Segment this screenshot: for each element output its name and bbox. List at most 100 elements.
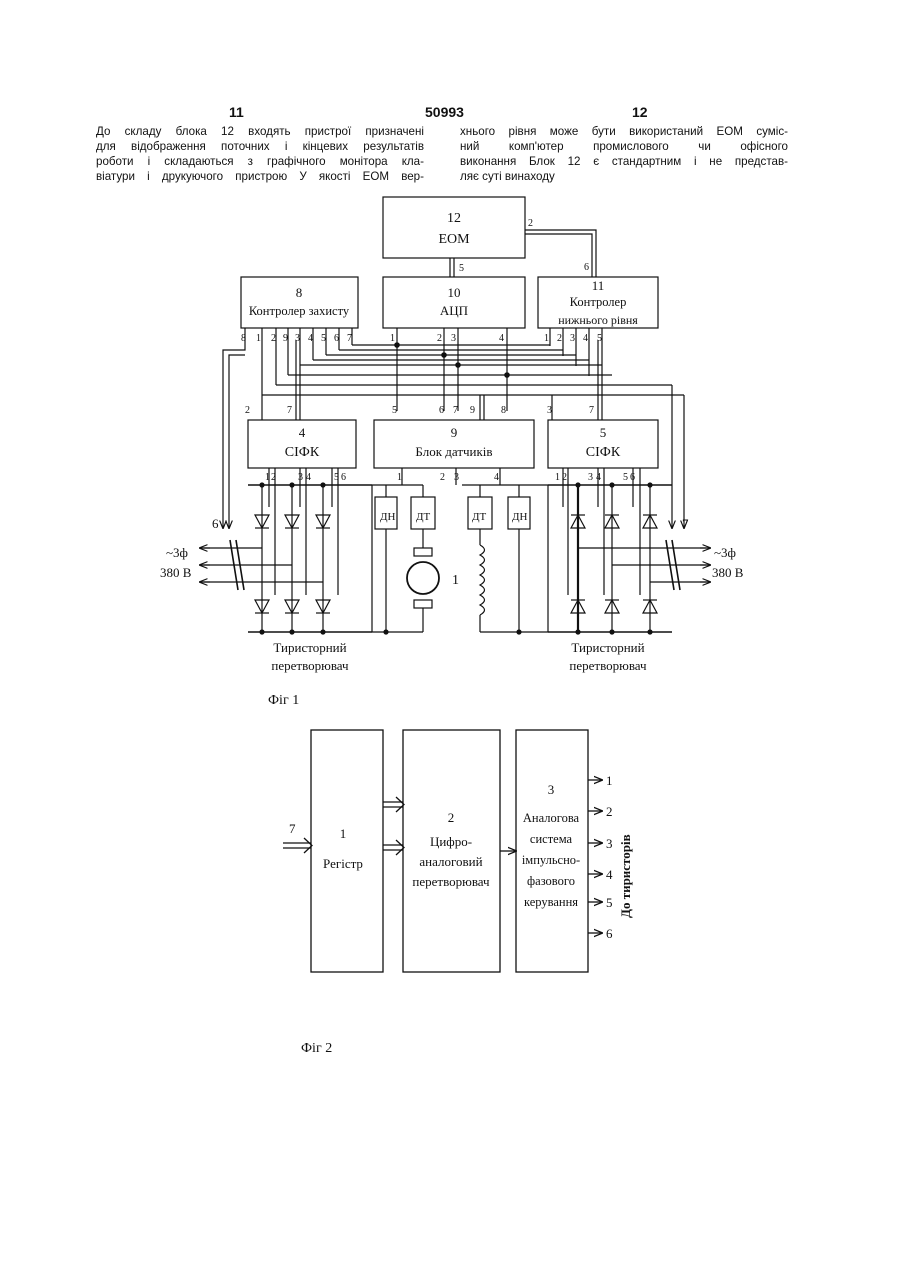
analog-outputs bbox=[588, 780, 602, 933]
middle-output-pins: 1 2 3 4 5 6 1 2 3 4 1 2 3 4 5 6 bbox=[265, 472, 635, 483]
output-label: 3 bbox=[606, 836, 613, 851]
pin-label: 6 bbox=[341, 472, 346, 483]
sifk-right-number: 5 bbox=[600, 425, 607, 440]
pin-label: 4 bbox=[494, 472, 499, 483]
output-label: 2 bbox=[606, 804, 613, 819]
pin-label: 4 bbox=[499, 333, 504, 344]
supply-right-phases: ~3ф bbox=[714, 545, 736, 560]
dt-left-label: ДТ bbox=[416, 511, 431, 523]
eom-block bbox=[383, 197, 525, 258]
eom-out-label: 2 bbox=[528, 218, 533, 229]
motor-sensors bbox=[372, 468, 439, 634]
converter-left-label-2: перетворювач bbox=[271, 658, 349, 673]
field-sensors bbox=[456, 468, 548, 634]
pin-label: 2 bbox=[271, 333, 276, 344]
figure-2: 7 1 Регістр 2 Цифро- аналоговий перетвор… bbox=[283, 730, 633, 1056]
fig2-input-label: 7 bbox=[289, 821, 296, 836]
output-label: 6 bbox=[606, 926, 613, 941]
to-thyristors-label: До тиристорів bbox=[618, 834, 633, 918]
register-block bbox=[311, 730, 383, 972]
analog-control-block bbox=[516, 730, 588, 972]
pin-label: 1 bbox=[544, 333, 549, 344]
pin-label: 1 bbox=[397, 472, 402, 483]
pin-label: 8 bbox=[501, 405, 506, 416]
converter-right-label-1: Тиристорний bbox=[571, 640, 644, 655]
output-label: 4 bbox=[606, 867, 613, 882]
lc-pins: 1 2 3 4 5 bbox=[544, 333, 602, 344]
output-label: 1 bbox=[606, 773, 613, 788]
pin-label: 3 bbox=[547, 405, 552, 416]
pin-label: 2 bbox=[245, 405, 250, 416]
dn-left-label: ДН bbox=[380, 511, 396, 523]
pin-label: 7 bbox=[347, 333, 352, 344]
analog-label-2: система bbox=[530, 832, 573, 846]
pin-label: 5 bbox=[392, 405, 397, 416]
register-label: Регістр bbox=[323, 856, 363, 871]
pin-label: 4 bbox=[306, 472, 311, 483]
pin-label: 3 bbox=[570, 333, 575, 344]
adc-pins: 1 2 3 4 bbox=[390, 333, 504, 344]
analog-label-4: фазового bbox=[527, 874, 575, 888]
figure-1-caption: Фіг 1 bbox=[268, 693, 299, 708]
dac-number: 2 bbox=[448, 810, 455, 825]
lower-controller-label-2: нижнього рівня bbox=[558, 313, 638, 327]
pin-label: 5 bbox=[321, 333, 326, 344]
pin-label: 4 bbox=[308, 333, 313, 344]
thyristor-converter-left bbox=[200, 468, 372, 634]
pin-label: 6 bbox=[334, 333, 339, 344]
supply-right-voltage: 380 В bbox=[712, 565, 744, 580]
dac-block bbox=[403, 730, 500, 972]
supply-left-voltage: 380 В bbox=[160, 565, 192, 580]
sifk-left-number: 4 bbox=[299, 425, 306, 440]
dn-right-label: ДН bbox=[512, 511, 528, 523]
protection-number: 8 bbox=[296, 285, 303, 300]
converter-left-label-1: Тиристорний bbox=[273, 640, 346, 655]
analog-label-5: керування bbox=[524, 895, 578, 909]
sensors-number: 9 bbox=[451, 425, 458, 440]
field-winding bbox=[480, 545, 485, 615]
eom-bus-label: 5 bbox=[459, 263, 464, 274]
dt-right-label: ДТ bbox=[472, 511, 487, 523]
pin-label: 2 bbox=[440, 472, 445, 483]
eom-label: ЕОМ bbox=[438, 232, 470, 247]
converter-right-label-2: перетворювач bbox=[569, 658, 647, 673]
adc-label: АЦП bbox=[440, 303, 468, 318]
dac-label-2: аналоговий bbox=[419, 854, 482, 869]
motor-symbol bbox=[407, 562, 439, 594]
output-label: 5 bbox=[606, 895, 613, 910]
sifk-left-label: СІФК bbox=[285, 445, 320, 460]
pin-label: 7 bbox=[453, 405, 458, 416]
supply-left-arrow-label: 6 bbox=[212, 516, 219, 531]
middle-input-pins: 2 7 5 6 7 9 8 3 7 bbox=[245, 405, 594, 416]
figure-2-caption: Фіг 2 bbox=[301, 1041, 332, 1056]
pin-label: 2 bbox=[437, 333, 442, 344]
dac-label-1: Цифро- bbox=[430, 834, 472, 849]
pin-label: 7 bbox=[589, 405, 594, 416]
analog-number: 3 bbox=[548, 782, 555, 797]
pin-label: 5 bbox=[623, 472, 628, 483]
lc-in-label: 6 bbox=[584, 262, 589, 273]
register-number: 1 bbox=[340, 826, 347, 841]
supply-left-phases: ~3ф bbox=[166, 545, 188, 560]
lower-controller-label-1: Контролер bbox=[570, 295, 627, 309]
pin-label: 2 bbox=[557, 333, 562, 344]
lower-controller-number: 11 bbox=[592, 278, 605, 293]
pin-label: 7 bbox=[287, 405, 292, 416]
motor-label: 1 bbox=[452, 573, 459, 588]
pin-label: 6 bbox=[439, 405, 444, 416]
protection-label: Контролер захисту bbox=[249, 304, 350, 318]
sifk-right-label: СІФК bbox=[586, 445, 621, 460]
dac-label-3: перетворювач bbox=[412, 874, 490, 889]
sensors-label: Блок датчиків bbox=[415, 444, 492, 459]
figure-1: 12 ЕОМ 8 Контролер захисту 10 АЦП 11 Кон… bbox=[160, 197, 744, 708]
adc-number: 10 bbox=[448, 285, 461, 300]
thyristor-converter-right bbox=[548, 468, 710, 634]
analog-label-1: Аналогова bbox=[523, 811, 580, 825]
pin-label: 1 bbox=[256, 333, 261, 344]
pin-label: 9 bbox=[283, 333, 288, 344]
pin-label: 4 bbox=[583, 333, 588, 344]
analog-label-3: імпульсно- bbox=[522, 853, 580, 867]
pin-label: 9 bbox=[470, 405, 475, 416]
